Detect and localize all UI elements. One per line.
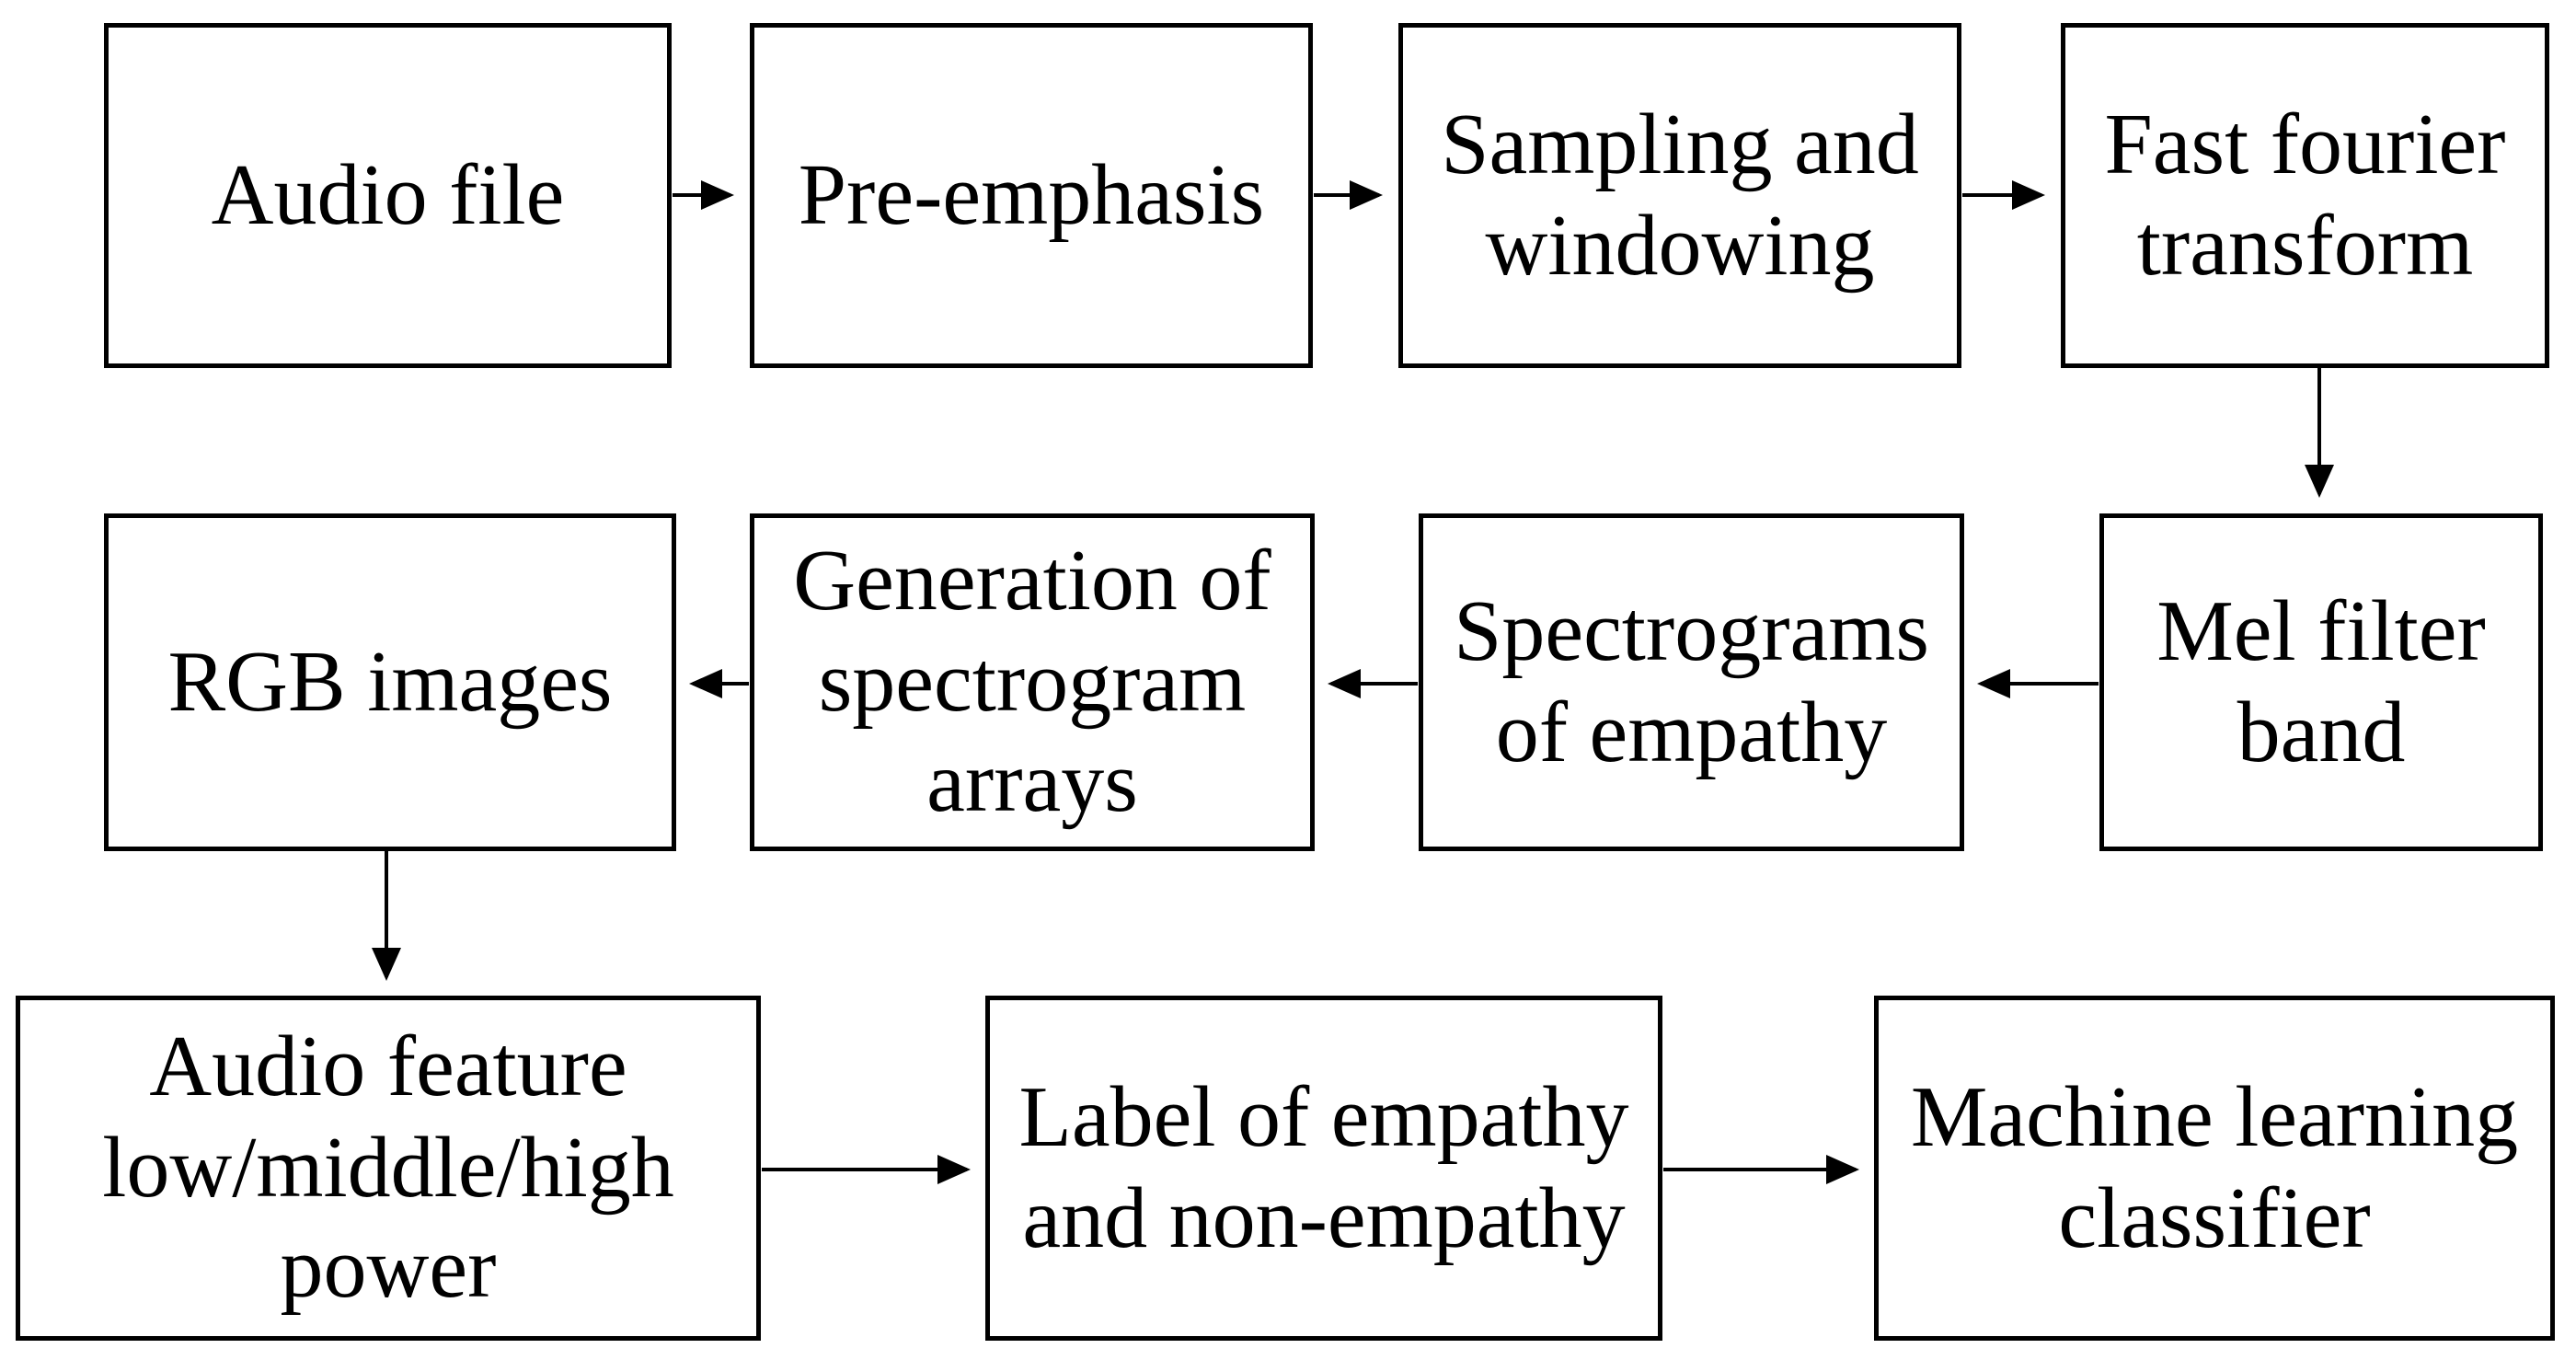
node-rgb-images: RGB images (104, 513, 676, 851)
node-audio-feature-power: Audio feature low/middle/high power (16, 996, 761, 1341)
node-fast-fourier-transform: Fast fourier transform (2061, 23, 2549, 368)
node-sampling-and-windowing-label: Sampling and windowing (1441, 96, 1919, 294)
node-audio-feature-power-label: Audio feature low/middle/high power (102, 1018, 674, 1317)
node-spectrograms-of-empathy: Spectrograms of empathy (1419, 513, 1964, 851)
node-sampling-and-windowing: Sampling and windowing (1398, 23, 1961, 368)
node-rgb-images-label: RGB images (167, 633, 613, 730)
node-generation-of-spectrogram-arrays-label: Generation of spectrogram arrays (793, 532, 1271, 831)
node-mel-filter-band: Mel filter band (2099, 513, 2543, 851)
node-audio-file: Audio file (104, 23, 672, 368)
node-mel-filter-band-label: Mel filter band (2156, 582, 2486, 780)
node-pre-emphasis-label: Pre-emphasis (798, 146, 1265, 243)
node-machine-learning-classifier-label: Machine learning classifier (1910, 1068, 2519, 1266)
node-fast-fourier-transform-label: Fast fourier transform (2104, 96, 2506, 294)
node-spectrograms-of-empathy-label: Spectrograms of empathy (1454, 582, 1929, 780)
node-machine-learning-classifier: Machine learning classifier (1874, 996, 2555, 1341)
node-generation-of-spectrogram-arrays: Generation of spectrogram arrays (750, 513, 1315, 851)
node-label-of-empathy-label: Label of empathy and non-empathy (1018, 1068, 1629, 1266)
node-pre-emphasis: Pre-emphasis (750, 23, 1313, 368)
node-label-of-empathy: Label of empathy and non-empathy (985, 996, 1662, 1341)
node-audio-file-label: Audio file (211, 146, 565, 243)
